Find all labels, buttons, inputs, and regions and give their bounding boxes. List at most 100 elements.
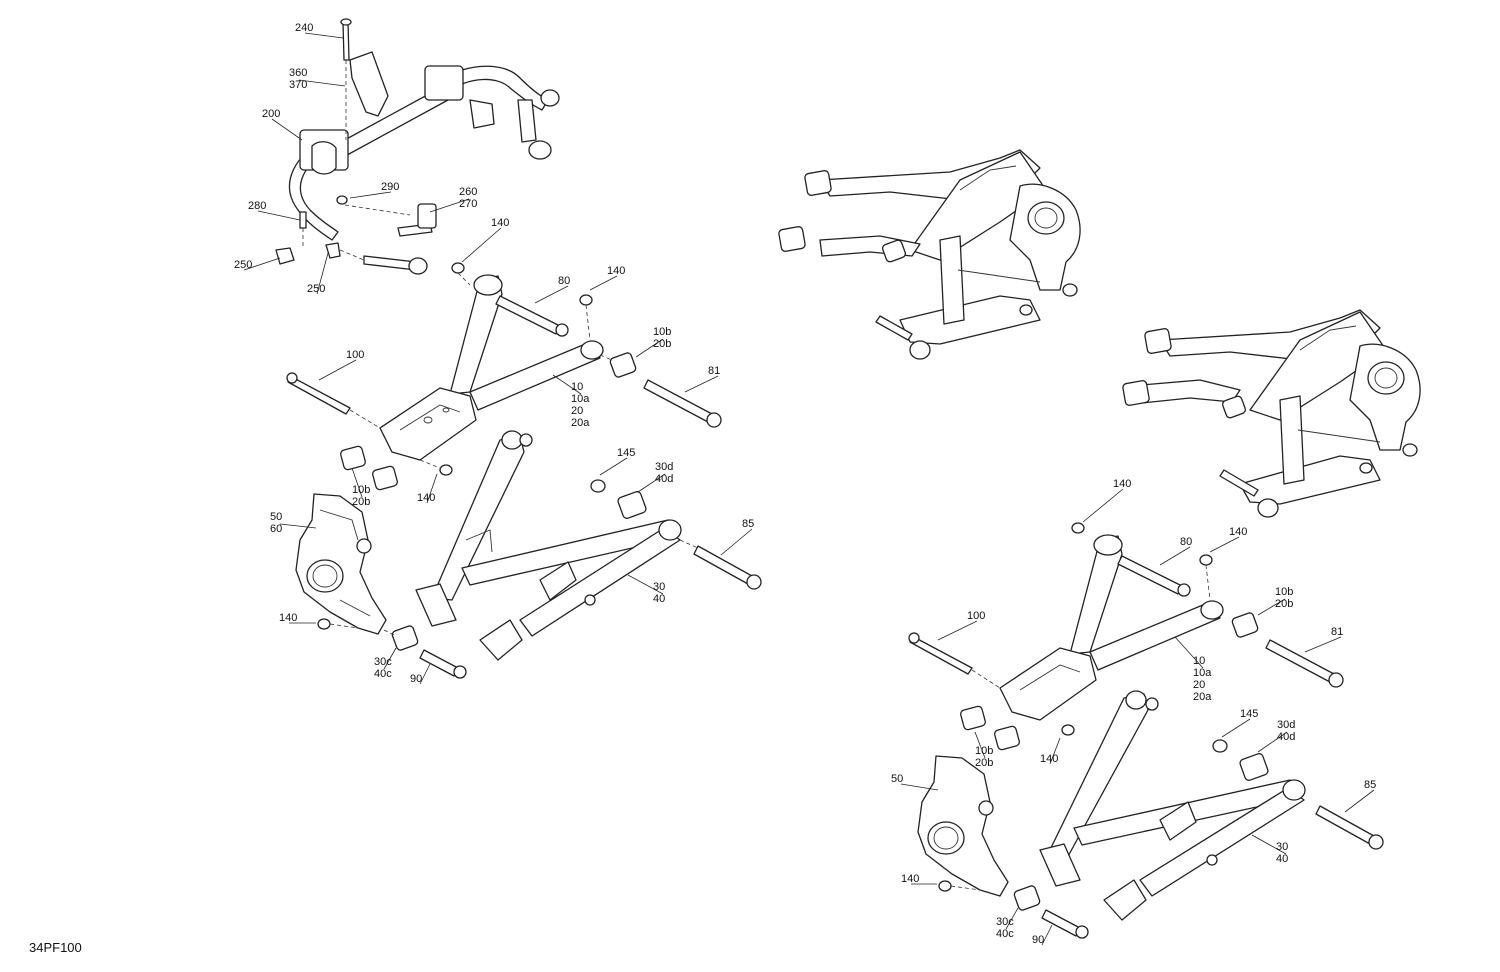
- callout-text: 200: [262, 108, 280, 120]
- leader-line: [349, 191, 392, 199]
- leader-line: [351, 467, 363, 498]
- callout-140d: 140: [279, 612, 316, 624]
- callout-text: 20b: [653, 338, 671, 350]
- leader-line: [304, 32, 344, 39]
- leader-line: [1159, 546, 1191, 566]
- leader-line: [974, 731, 986, 759]
- leader-line: [627, 574, 664, 595]
- leader-line: [1257, 598, 1286, 616]
- leader-line: [316, 252, 329, 295]
- bolt-240: [342, 21, 350, 61]
- callout-text: 140: [417, 492, 435, 504]
- leader-line: [298, 79, 346, 87]
- callout-text: 250: [307, 283, 325, 295]
- callout-text: 40c: [374, 668, 392, 680]
- leader-line: [279, 523, 317, 529]
- callout-text: 90: [410, 673, 422, 685]
- callout-200: 200: [262, 108, 303, 141]
- callout-145r: 145: [1221, 708, 1258, 738]
- leader-line: [461, 227, 502, 263]
- callout-text: 50: [891, 773, 903, 785]
- callout-text: 20b: [1275, 598, 1293, 610]
- callout-50r: 50: [891, 773, 939, 791]
- callout-text: 20: [571, 405, 583, 417]
- leader-line: [1209, 536, 1240, 553]
- callout-240: 240: [295, 22, 344, 39]
- callout-text: 10b: [1275, 586, 1293, 598]
- callout-text: 360: [289, 67, 307, 79]
- callout-text: 85: [1364, 779, 1376, 791]
- callout-text: 30c: [996, 916, 1014, 928]
- leader-line: [383, 647, 397, 670]
- callout-text: 260: [459, 186, 477, 198]
- callout-140f: 140: [1209, 526, 1247, 553]
- left-exploded-assembly: [275, 18, 762, 679]
- leader-line: [552, 374, 582, 395]
- callout-text: 60: [270, 523, 282, 535]
- callout-81: 81: [684, 365, 720, 393]
- callout-text: 280: [248, 200, 266, 212]
- callout-text: 10: [571, 381, 583, 393]
- callout-text: 81: [1331, 626, 1343, 638]
- callout-140e: 140: [1082, 478, 1131, 523]
- callout-text: 20a: [1193, 691, 1212, 703]
- callout-text: 140: [1040, 753, 1058, 765]
- callout-text: 30d: [1277, 719, 1295, 731]
- callout-text: 90: [1032, 934, 1044, 946]
- leader-line: [271, 118, 303, 141]
- callout-250a: 250: [234, 257, 281, 271]
- callout-text: 30d: [655, 461, 673, 473]
- callout-290: 290: [349, 181, 399, 199]
- callout-140h: 140: [901, 873, 937, 885]
- leader-line: [1251, 834, 1287, 855]
- callout-text: 145: [617, 447, 635, 459]
- callout-250b: 250: [307, 252, 329, 295]
- leader-line: [1221, 718, 1251, 738]
- leader-line: [720, 528, 753, 556]
- callout-145: 145: [599, 447, 635, 476]
- callout-text: 40: [1276, 853, 1288, 865]
- callout-text: 140: [901, 873, 919, 885]
- callout-text: 140: [1113, 478, 1131, 490]
- callout-text: 10b: [975, 745, 993, 757]
- callout-text: 20: [1193, 679, 1205, 691]
- callout-text: 370: [289, 79, 307, 91]
- callout-text: 140: [279, 612, 297, 624]
- callout-text: 80: [558, 275, 570, 287]
- leader-line: [534, 285, 569, 304]
- callout-text: 20b: [975, 757, 993, 769]
- callout-text: 20a: [571, 417, 590, 429]
- callout-text: 40: [653, 593, 665, 605]
- callout-text: 30: [1276, 841, 1288, 853]
- callout-80r: 80: [1159, 536, 1192, 566]
- knuckle: [295, 493, 387, 635]
- callout-81r: 81: [1304, 626, 1343, 653]
- assembled-view-lower: [1122, 309, 1421, 518]
- leader-line: [419, 663, 431, 685]
- callout-text: 40d: [655, 473, 673, 485]
- callout-text: 10b: [653, 326, 671, 338]
- callout-140c: 140: [417, 473, 438, 504]
- assembled-view-upper: [778, 149, 1081, 360]
- callout-80: 80: [534, 275, 570, 304]
- callout-100r: 100: [937, 610, 985, 641]
- callout-text: 10a: [571, 393, 590, 405]
- callout-text: 145: [1240, 708, 1258, 720]
- leader-line: [318, 359, 357, 381]
- callout-text: 81: [708, 365, 720, 377]
- leader-line: [1257, 731, 1288, 753]
- callout-text: 140: [607, 265, 625, 277]
- leader-line: [429, 198, 470, 213]
- callout-text: 140: [1229, 526, 1247, 538]
